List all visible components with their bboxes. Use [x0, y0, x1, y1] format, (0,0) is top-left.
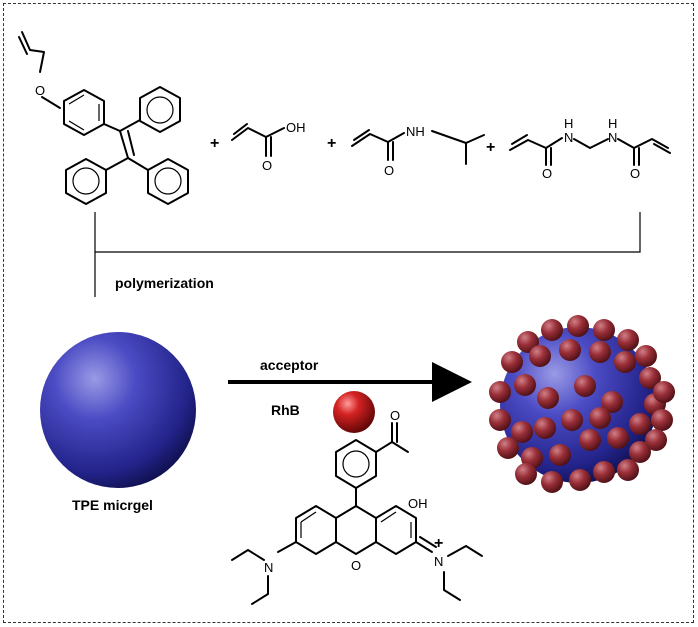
rhodamine-b-structure: O OH O N N + — [231, 408, 483, 605]
nipam-carbonyl-o: O — [384, 163, 394, 178]
rhb-bead — [653, 381, 675, 403]
nipam-monomer: O NH + — [351, 124, 495, 178]
microgel-label: TPE micrgel — [72, 497, 153, 513]
rhb-sphere — [333, 391, 375, 433]
rhb-xanthene-o: O — [351, 558, 361, 573]
rhb-bead — [541, 319, 563, 341]
mba-carbonyl-o-1: O — [542, 166, 552, 181]
rhb-bead — [589, 407, 611, 429]
polymerization-label: polymerization — [115, 275, 214, 291]
rhb-bead — [593, 461, 615, 483]
rhb-bead — [561, 409, 583, 431]
rhb-bead — [567, 315, 589, 337]
rhb-bead — [549, 444, 571, 466]
mba-n-2: N — [608, 130, 617, 145]
rhb-label: RhB — [271, 402, 300, 418]
rhb-bead — [534, 417, 556, 439]
rhb-bead — [501, 351, 523, 373]
rhb-bead — [529, 345, 551, 367]
mba-carbonyl-o-2: O — [630, 166, 640, 181]
tpe-allyl-monomer: O — [18, 31, 189, 205]
rhb-bead — [541, 471, 563, 493]
rhb-oh-label: OH — [408, 496, 428, 511]
acid-oh-label: OH — [286, 120, 306, 135]
rhb-bead — [569, 469, 591, 491]
rhb-bead — [511, 421, 533, 443]
nipam-nh-label: NH — [406, 124, 425, 139]
mba-h-1: H — [564, 116, 573, 131]
rhb-n-right: N — [434, 554, 443, 569]
rhb-bead — [589, 341, 611, 363]
rhb-bead — [617, 329, 639, 351]
plus-sign-1: + — [210, 135, 219, 152]
rhb-n-left: N — [264, 560, 273, 575]
mba-n-1: N — [564, 130, 573, 145]
rhb-loaded-microgel — [489, 315, 675, 493]
plus-sign-3: + — [486, 139, 495, 156]
rhb-bead — [515, 463, 537, 485]
rhb-carbonyl-o: O — [390, 408, 400, 423]
rhb-bead — [489, 381, 511, 403]
polymerization-bracket — [94, 212, 641, 297]
rhb-bead — [514, 374, 536, 396]
acrylic-acid: O OH — [231, 120, 306, 173]
rhb-bead — [537, 387, 559, 409]
rhb-bead — [639, 367, 661, 389]
scheme-frame — [3, 3, 694, 623]
ether-oxygen-label: O — [35, 83, 45, 98]
rhb-bead — [489, 409, 511, 431]
rhb-bead — [579, 429, 601, 451]
acid-carbonyl-o: O — [262, 158, 272, 173]
mba-crosslinker: O H N H N O — [509, 116, 671, 181]
rhb-bead — [617, 459, 639, 481]
acceptor-label: acceptor — [260, 357, 319, 373]
rhb-bead — [651, 409, 673, 431]
mba-h-2: H — [608, 116, 617, 131]
rhb-bead — [559, 339, 581, 361]
rhb-bead — [645, 429, 667, 451]
rhb-bead — [629, 413, 651, 435]
rhb-bead — [497, 437, 519, 459]
rhb-cation: + — [434, 535, 443, 552]
rhb-bead-cluster — [489, 315, 675, 493]
rhb-bead — [635, 345, 657, 367]
rhb-bead — [574, 375, 596, 397]
plus-sign-2: + — [327, 135, 336, 152]
rhb-bead — [601, 391, 623, 413]
rhb-bead — [614, 351, 636, 373]
rhb-bead — [629, 441, 651, 463]
tpe-microgel-sphere — [40, 332, 196, 488]
rhb-bead — [607, 427, 629, 449]
rhb-bead — [593, 319, 615, 341]
